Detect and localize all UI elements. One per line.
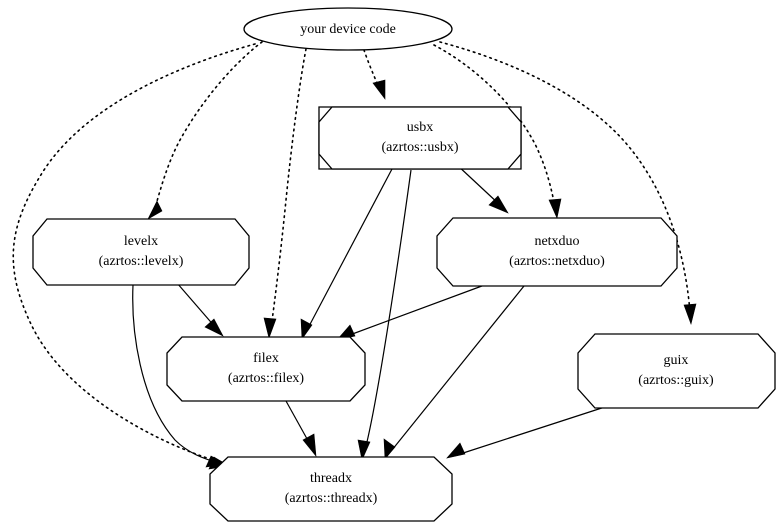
node-label-device-primary: your device code — [300, 22, 396, 37]
node-netxduo[interactable]: netxduo (azrtos::netxduo) — [436, 217, 678, 287]
node-label-threadx-primary: threadx — [310, 471, 352, 486]
edge-device-to-levelx — [147, 41, 263, 220]
edge-usbx-to-filex — [300, 168, 393, 340]
node-label-usbx-primary: usbx — [407, 120, 433, 135]
node-shape-octagon — [436, 217, 678, 287]
edge-usbx-to-threadx — [357, 169, 412, 461]
node-usbx[interactable]: usbx (azrtos::usbx) — [318, 106, 522, 170]
node-shape-octagon — [166, 336, 366, 402]
node-label-filex-secondary: (azrtos::filex) — [228, 371, 305, 386]
node-label-usbx-secondary: (azrtos::usbx) — [382, 140, 459, 155]
node-shape-octagon-outline — [318, 106, 522, 170]
edge-group-solid — [132, 163, 612, 470]
node-label-guix-primary: guix — [664, 353, 689, 368]
edge-filex-to-threadx — [285, 400, 317, 457]
node-label-netxduo-primary: netxduo — [534, 234, 579, 249]
node-label-levelx-primary: levelx — [124, 234, 158, 249]
node-label-filex-primary: filex — [253, 351, 279, 366]
edge-device-to-filex — [263, 48, 307, 340]
node-threadx[interactable]: threadx (azrtos::threadx) — [209, 456, 453, 522]
edge-group-dotted — [12, 41, 697, 468]
node-shape-ellipse — [243, 7, 453, 51]
node-shape-octagon — [32, 218, 250, 286]
node-your-device-code[interactable]: your device code — [243, 7, 453, 51]
node-label-netxduo-secondary: (azrtos::netxduo) — [509, 254, 605, 269]
node-filex[interactable]: filex (azrtos::filex) — [166, 336, 366, 402]
edge-guix-to-threadx — [446, 404, 612, 459]
node-shape-octagon — [209, 456, 453, 522]
edge-netxduo-to-threadx — [383, 285, 525, 460]
node-shape-octagon — [577, 333, 776, 409]
edge-device-to-usbx — [363, 49, 386, 100]
node-levelx[interactable]: levelx (azrtos::levelx) — [32, 218, 250, 286]
edge-levelx-to-filex — [176, 282, 224, 337]
edge-device-to-netxduo — [433, 44, 562, 219]
node-label-levelx-secondary: (azrtos::levelx) — [99, 254, 184, 269]
node-guix[interactable]: guix (azrtos::guix) — [577, 333, 776, 409]
edge-usbx-to-netxduo — [455, 163, 509, 214]
node-label-threadx-secondary: (azrtos::threadx) — [285, 491, 378, 506]
edge-device-to-guix — [439, 41, 697, 326]
edge-netxduo-to-filex — [336, 282, 491, 341]
node-label-guix-secondary: (azrtos::guix) — [638, 373, 714, 388]
